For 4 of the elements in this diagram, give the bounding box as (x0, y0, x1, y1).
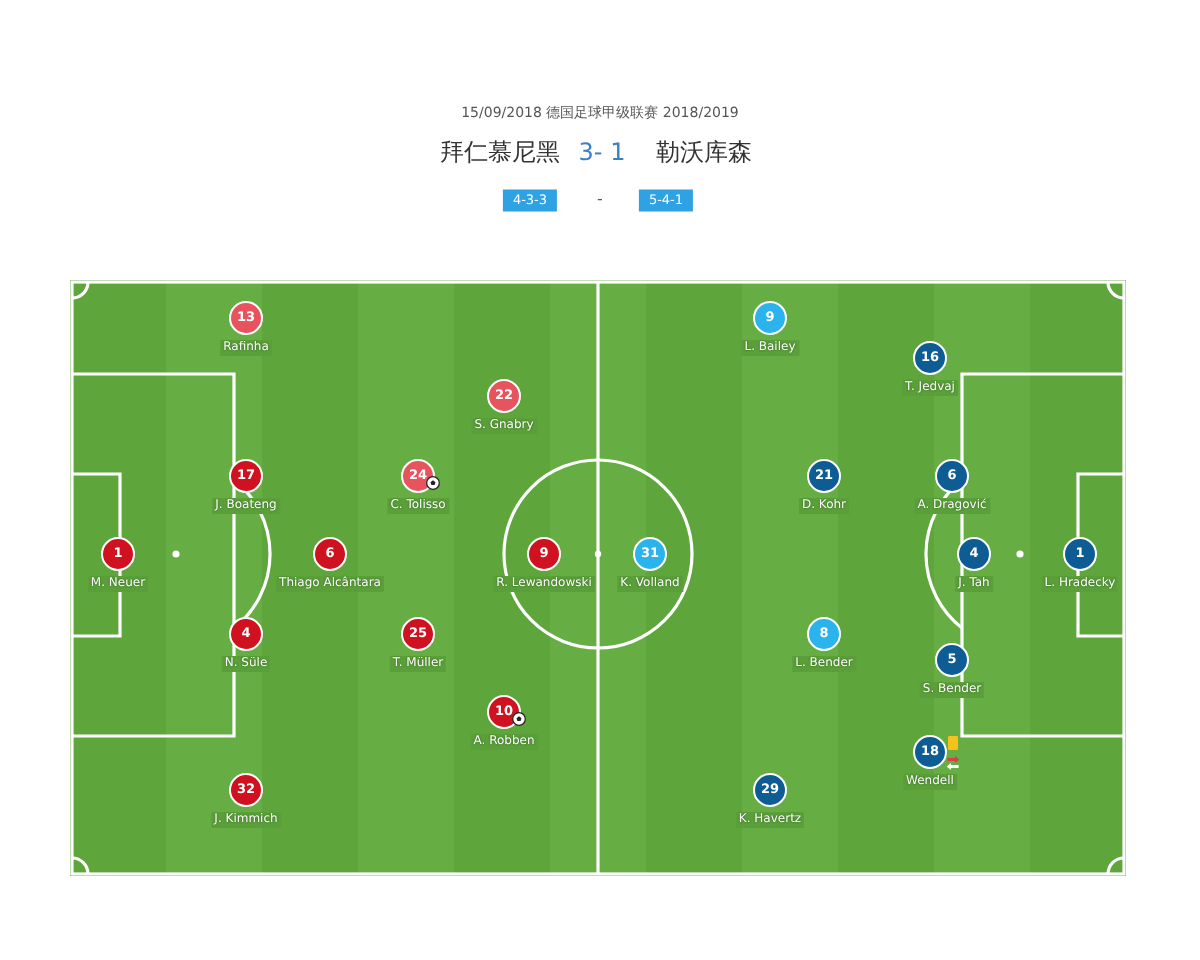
team-name: 拜仁慕尼黑 (440, 140, 560, 164)
separator: - (597, 192, 603, 208)
team-name: 勒沃库森 (656, 140, 752, 164)
score: 3- 1 (578, 140, 626, 164)
